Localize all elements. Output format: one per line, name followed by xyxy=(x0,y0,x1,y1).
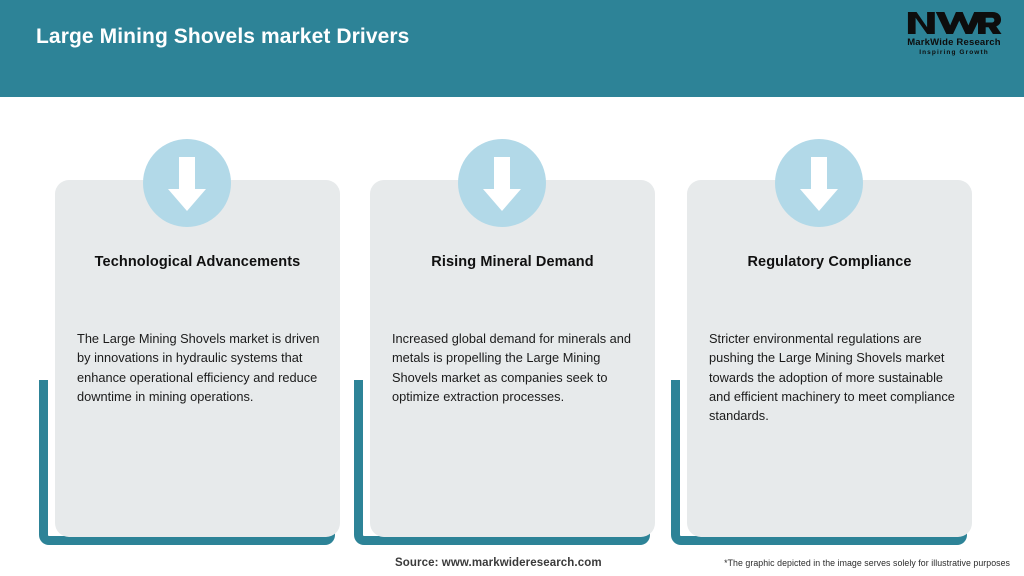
disclaimer-note: *The graphic depicted in the image serve… xyxy=(724,558,1010,568)
logo-company-name: MarkWide Research xyxy=(907,37,1001,48)
driver-column-3: Regulatory Compliance Stricter environme… xyxy=(655,97,972,546)
brand-logo: MarkWide Research Inspiring Growth xyxy=(898,9,1010,61)
header-bar: Large Mining Shovels market Drivers Mark… xyxy=(0,0,1024,97)
logo-tagline: Inspiring Growth xyxy=(919,49,989,56)
driver-card-body: The Large Mining Shovels market is drive… xyxy=(77,331,320,404)
driver-card[interactable]: Rising Mineral Demand Increased global d… xyxy=(370,180,655,537)
down-arrow-icon xyxy=(775,139,863,227)
driver-card[interactable]: Regulatory Compliance Stricter environme… xyxy=(687,180,972,537)
driver-card-title: Technological Advancements xyxy=(94,254,301,270)
driver-card-body: Stricter environmental regulations are p… xyxy=(709,331,955,424)
driver-column-1: Technological Advancements The Large Min… xyxy=(23,97,340,546)
driver-column-2: Rising Mineral Demand Increased global d… xyxy=(338,97,655,546)
driver-card-title: Rising Mineral Demand xyxy=(431,254,594,270)
driver-card-body: Increased global demand for minerals and… xyxy=(392,331,632,404)
drivers-board: Technological Advancements The Large Min… xyxy=(0,97,1024,546)
driver-card[interactable]: Technological Advancements The Large Min… xyxy=(55,180,340,537)
down-arrow-icon xyxy=(143,139,231,227)
mwr-monogram-icon xyxy=(907,11,1002,35)
down-arrow-icon xyxy=(458,139,546,227)
driver-card-title: Regulatory Compliance xyxy=(747,254,912,270)
page-title: Large Mining Shovels market Drivers xyxy=(36,25,410,48)
source-label: Source: www.markwideresearch.com xyxy=(395,557,602,569)
